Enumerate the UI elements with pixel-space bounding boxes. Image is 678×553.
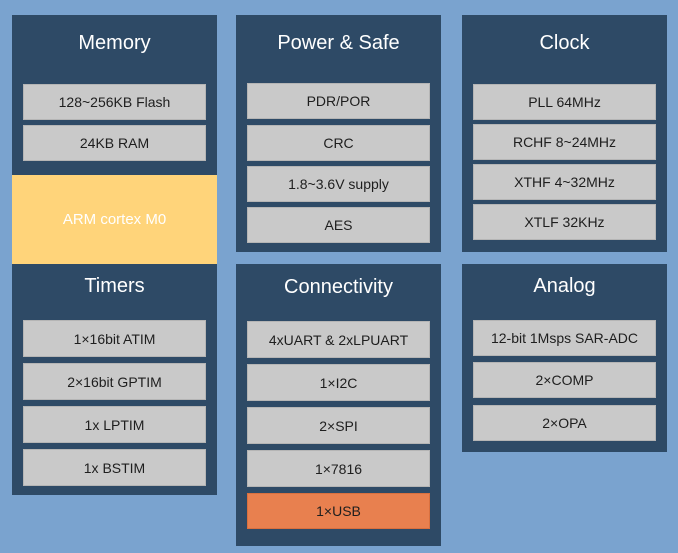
clock-panel: Clock PLL 64MHz RCHF 8~24MHz XTHF 4~32MH… <box>462 15 667 252</box>
clock-item-rchf: RCHF 8~24MHz <box>473 124 656 160</box>
memory-title: Memory <box>78 32 151 54</box>
arm-core-block: ARM cortex M0 <box>12 175 217 264</box>
analog-item-comp: 2×COMP <box>473 362 656 398</box>
connectivity-item-7816: 1×7816 <box>247 450 430 487</box>
memory-item-ram: 24KB RAM <box>23 125 206 161</box>
power-item-crc: CRC <box>247 125 430 161</box>
power-item-pdr-por: PDR/POR <box>247 83 430 119</box>
timers-item-lptim: 1x LPTIM <box>23 406 206 443</box>
analog-title: Analog <box>533 275 596 297</box>
memory-panel: Memory 128~256KB Flash 24KB RAM <box>12 15 217 175</box>
timers-item-atim: 1×16bit ATIM <box>23 320 206 357</box>
timers-item-gptim: 2×16bit GPTIM <box>23 363 206 400</box>
power-safe-title: Power & Safe <box>277 32 400 54</box>
power-item-aes: AES <box>247 207 430 243</box>
clock-title: Clock <box>539 32 590 54</box>
power-safe-panel: Power & Safe PDR/POR CRC 1.8~3.6V supply… <box>236 15 441 252</box>
analog-item-adc: 12-bit 1Msps SAR-ADC <box>473 320 656 356</box>
connectivity-title: Connectivity <box>284 276 393 298</box>
power-item-supply: 1.8~3.6V supply <box>247 166 430 202</box>
timers-title: Timers <box>84 275 145 297</box>
clock-item-pll: PLL 64MHz <box>473 84 656 120</box>
analog-panel: Analog 12-bit 1Msps SAR-ADC 2×COMP 2×OPA <box>462 264 667 452</box>
timers-panel: Timers 1×16bit ATIM 2×16bit GPTIM 1x LPT… <box>12 264 217 495</box>
connectivity-item-i2c: 1×I2C <box>247 364 430 401</box>
connectivity-item-uart: 4xUART & 2xLPUART <box>247 321 430 358</box>
memory-item-flash: 128~256KB Flash <box>23 84 206 120</box>
clock-item-xthf: XTHF 4~32MHz <box>473 164 656 200</box>
clock-item-xtlf: XTLF 32KHz <box>473 204 656 240</box>
analog-item-opa: 2×OPA <box>473 405 656 441</box>
connectivity-item-spi: 2×SPI <box>247 407 430 444</box>
connectivity-panel: Connectivity 4xUART & 2xLPUART 1×I2C 2×S… <box>236 264 441 546</box>
timers-item-bstim: 1x BSTIM <box>23 449 206 486</box>
connectivity-item-usb: 1×USB <box>247 493 430 529</box>
